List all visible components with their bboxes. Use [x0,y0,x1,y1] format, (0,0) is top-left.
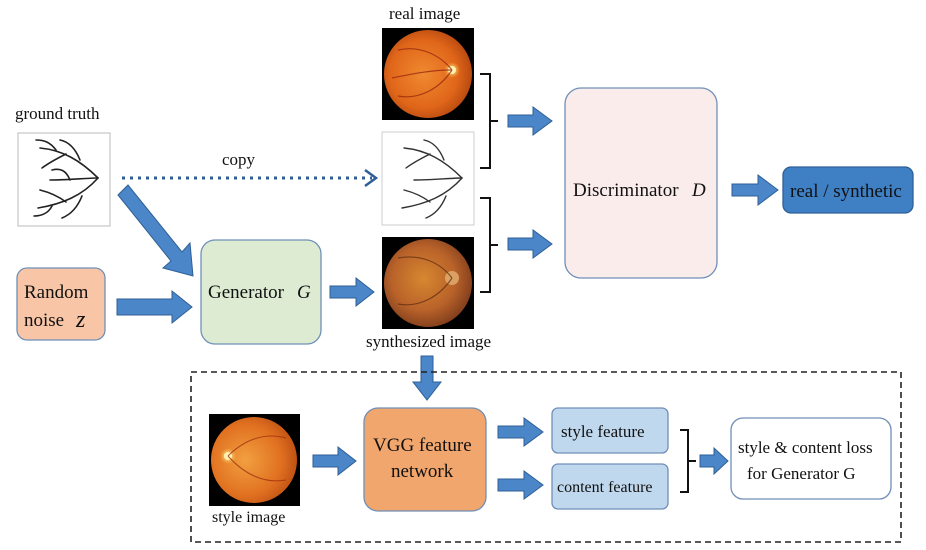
vgg-feature-network-box: VGG feature network [363,407,487,512]
bracket-real-copy [480,73,498,169]
loss-box: style & content loss for Generator G [730,417,892,500]
style-feature-box: style feature [551,407,669,454]
random-noise-box: Random noise z [16,267,106,341]
discriminator-label: Discriminator [573,180,679,201]
loss-label-line2: for Generator G [747,464,856,483]
arrow-noise-to-generator [116,289,193,325]
arrow-features-to-loss [699,446,729,476]
output-box: real / synthetic [782,166,914,214]
arrow-synth-to-vgg-section [411,355,443,401]
arrow-generator-to-synth [329,276,375,308]
loss-label-line1: style & content loss [738,438,873,457]
arrow-vgg-to-content-feature [497,470,544,500]
real-image-label: real image [389,4,460,23]
synthesized-image [382,237,474,329]
synthesized-image-label: synthesized image [366,332,491,351]
random-noise-variable: z [75,307,86,333]
arrow-vgg-to-style-feature [497,417,544,447]
real-image [382,28,474,120]
generator-box: Generator G [200,239,322,345]
style-feature-label: style feature [561,422,645,441]
random-noise-line1: Random [24,282,89,303]
discriminator-variable: D [691,180,706,201]
content-feature-label: content feature [557,479,653,496]
style-image [209,414,300,506]
arrow-discriminator-to-output [731,174,779,206]
arrow-synth-pair-to-discriminator [507,229,553,259]
content-feature-box: content feature [551,463,669,510]
random-noise-line2: noise [24,310,64,331]
discriminator-box: Discriminator D [564,87,718,279]
style-image-label: style image [212,509,285,526]
bracket-features [680,429,696,493]
arrow-real-pair-to-discriminator [507,106,553,136]
copied-vessel-image [381,131,475,226]
generator-label: Generator [208,282,285,303]
vgg-label-line1: VGG feature [373,435,472,456]
arrow-groundtruth-to-generator [117,184,194,277]
bracket-copy-synth [480,197,498,293]
copy-arrowhead [364,168,379,188]
generator-variable: G [297,282,311,303]
output-label: real / synthetic [790,181,902,202]
arrow-style-to-vgg [312,445,357,477]
ground-truth-label: ground truth [15,104,100,123]
copy-label: copy [222,150,256,169]
perceptual-loss-frame [190,371,902,543]
ground-truth-image [17,132,111,227]
vgg-label-line2: network [391,461,454,482]
